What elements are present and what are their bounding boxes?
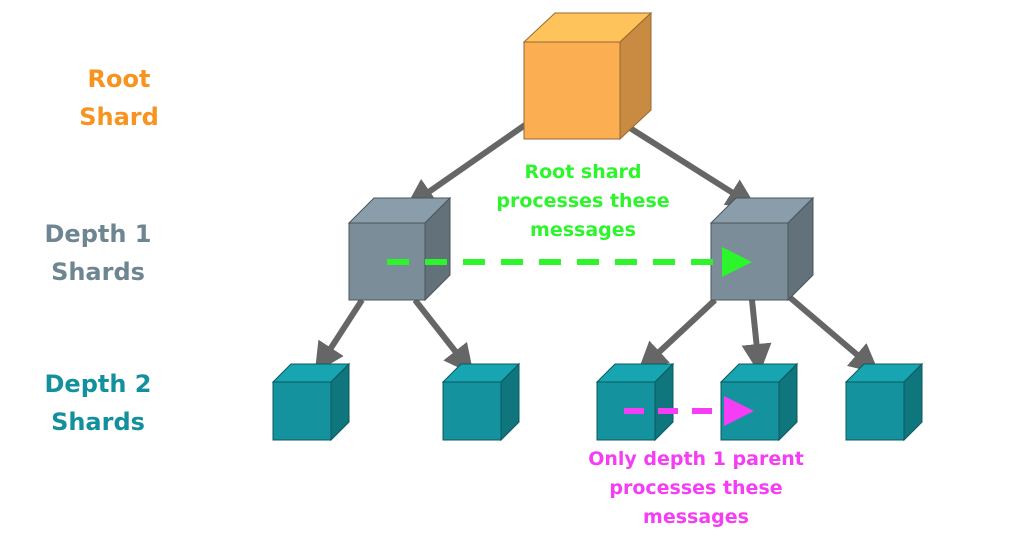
root-shard-label: Root Shard [79, 65, 159, 131]
edge-depth1-left-to-depth2-1 [314, 298, 365, 374]
edge-depth1-right-to-depth2-4 [741, 299, 772, 374]
edge-root-to-depth1-right [628, 125, 758, 209]
edge-depth1-left-to-depth2-2 [412, 298, 474, 375]
tree-edges [314, 122, 880, 375]
edge-root-to-depth1-left [405, 122, 527, 209]
depth2-shard-cube-4 [719, 362, 799, 442]
depth2-shard-cube-1 [271, 362, 351, 442]
depth2-shards-label: Depth 2 Shards [44, 370, 152, 436]
depth2-shard-cube-2 [441, 362, 521, 442]
depth2-shard-cube-3 [595, 362, 675, 442]
root-shard-annotation: Root shard processes these messages [496, 161, 670, 241]
root-shard-cube [522, 11, 653, 141]
depth1-shard-cube-right [709, 196, 815, 302]
depth1-shards-label: Depth 1 Shards [44, 220, 152, 286]
depth2-shard-cube-5 [844, 362, 924, 442]
edge-depth1-right-to-depth2-3 [637, 297, 718, 373]
depth1-shard-cube-left [347, 196, 452, 302]
edge-depth1-right-to-depth2-5 [785, 292, 880, 374]
depth1-parent-annotation: Only depth 1 parent processes these mess… [588, 448, 804, 528]
